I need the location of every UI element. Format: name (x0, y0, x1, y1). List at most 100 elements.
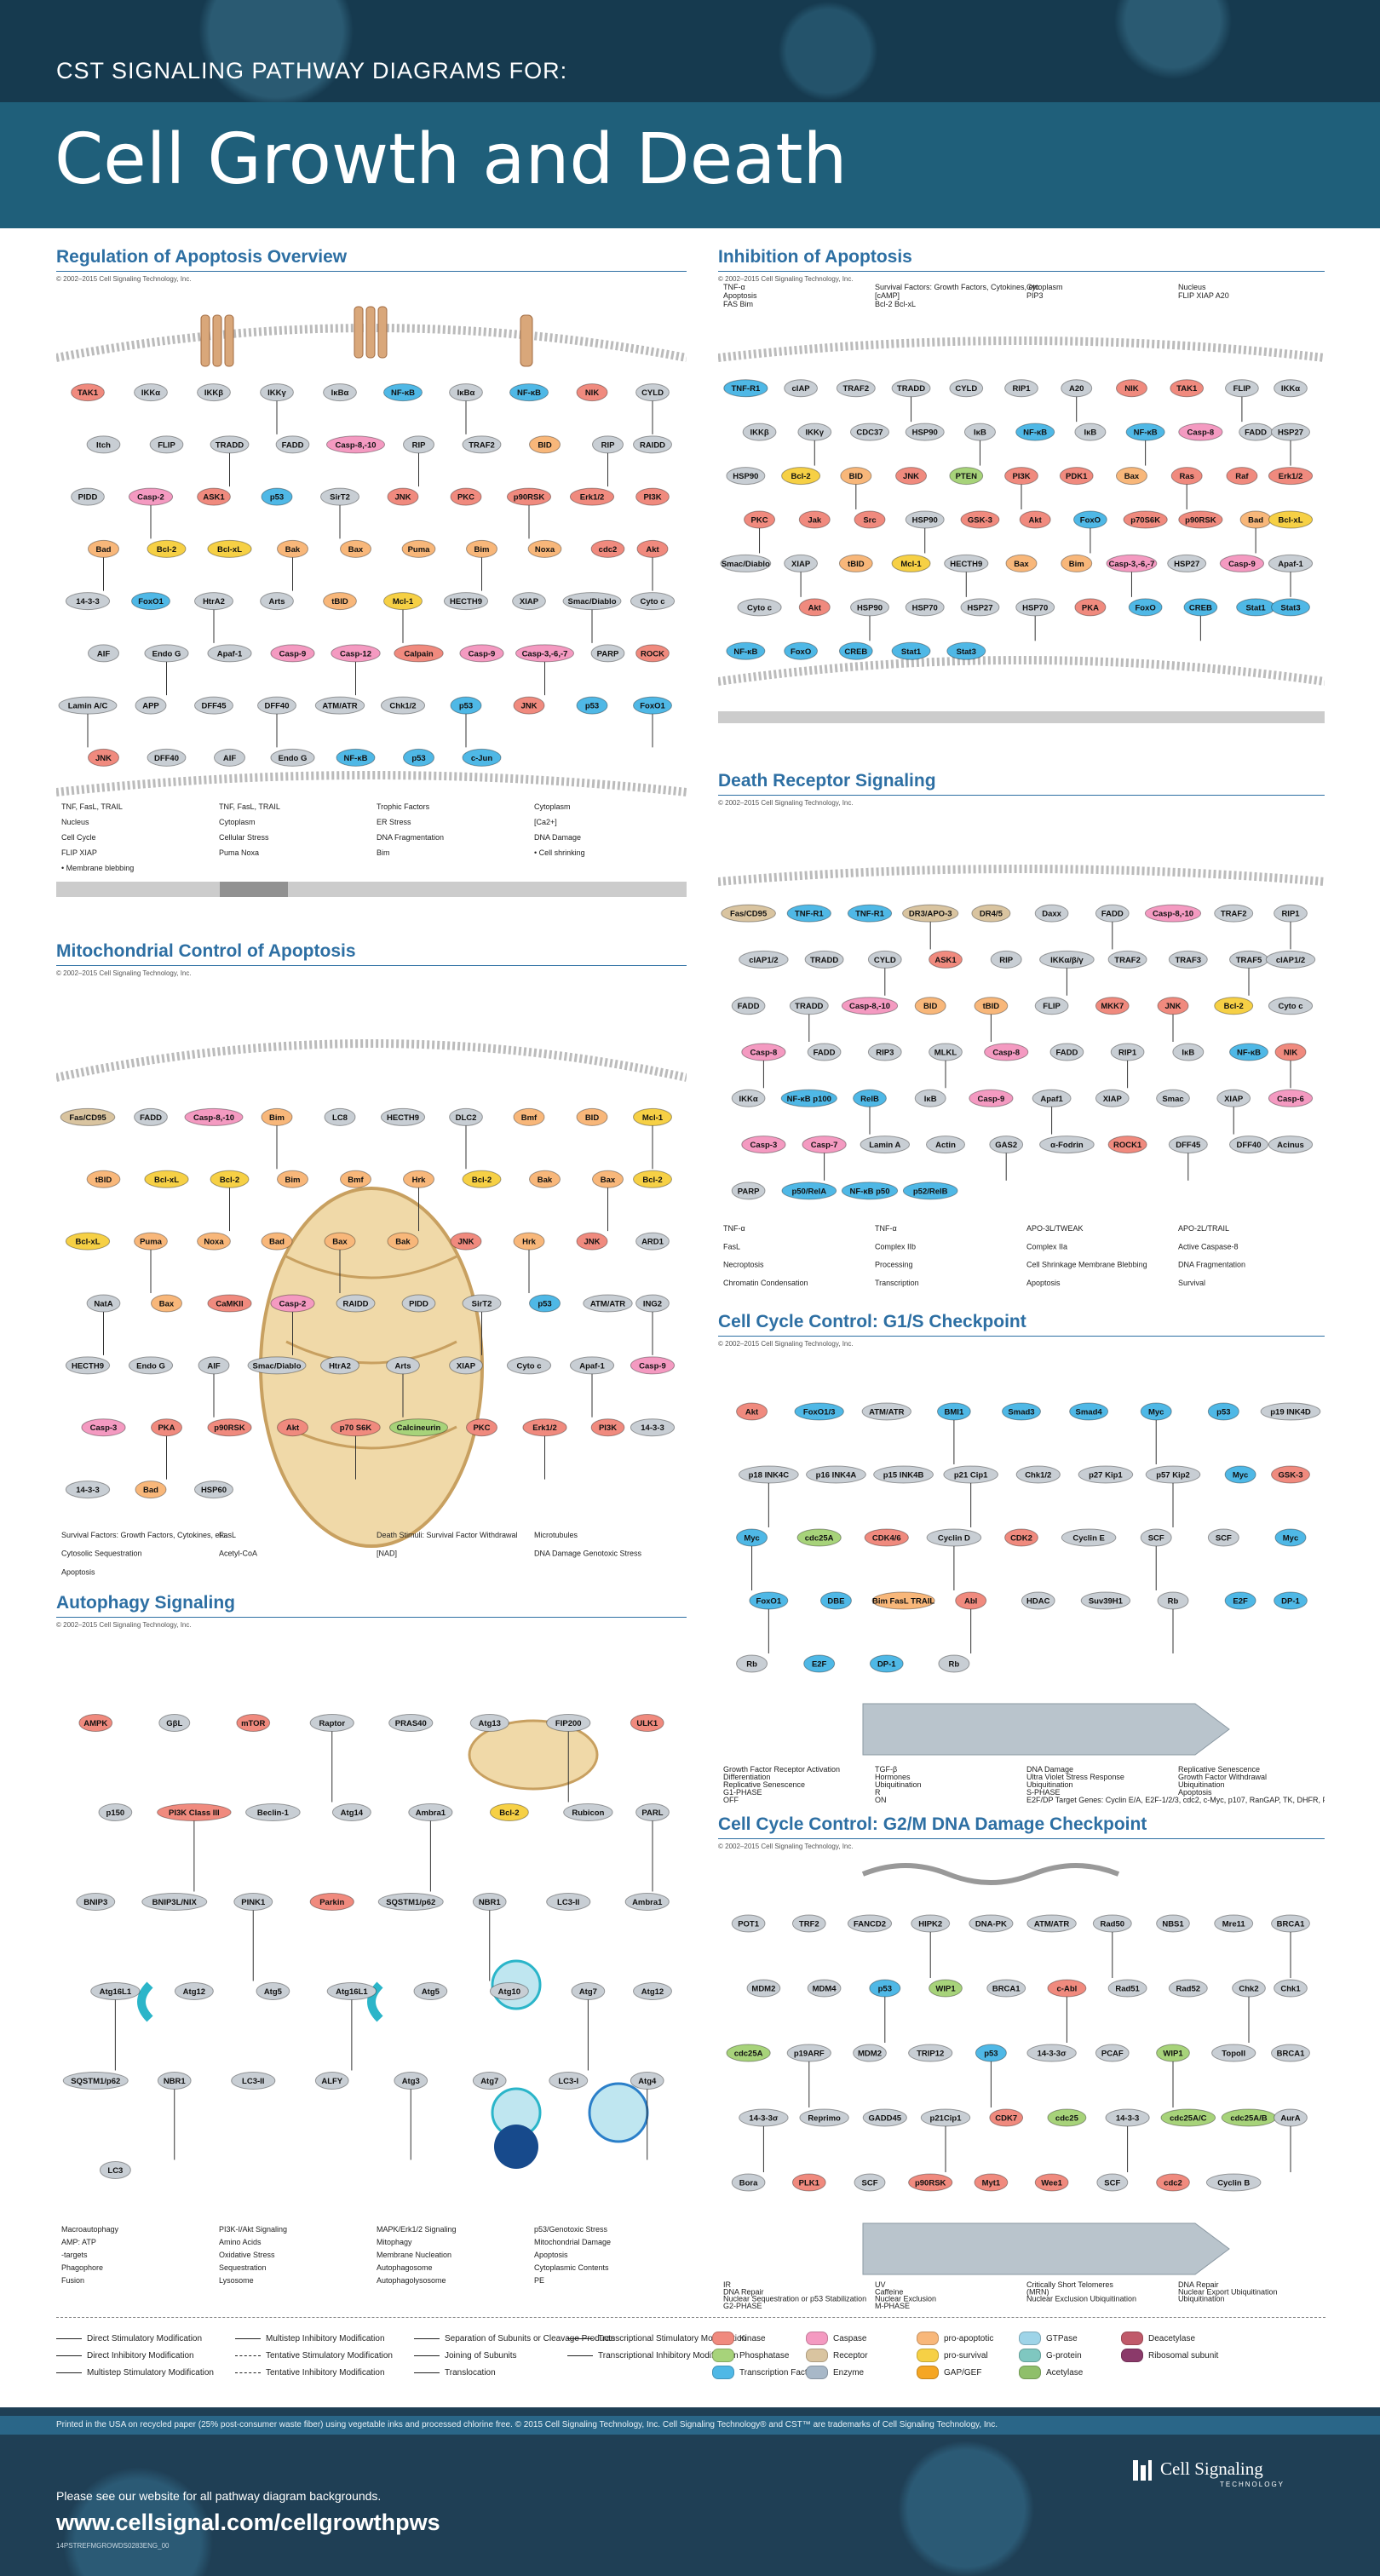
node-shape (99, 2161, 131, 2179)
pathway-node: PARP (731, 1182, 766, 1200)
node-shape (449, 1356, 483, 1375)
legend-type-item: Phosphatase (712, 2347, 815, 2364)
logo-icon (1133, 2460, 1152, 2481)
pathway-node: ATM/ATR (1026, 1914, 1077, 1933)
pathway-node: RIP1 (1110, 1043, 1145, 1061)
node-label: Hrk (412, 1176, 427, 1185)
node-shape (576, 383, 608, 402)
pathway-node: GAS2 (989, 1136, 1024, 1154)
node-label: XIAP (1103, 1095, 1123, 1104)
node-shape (784, 379, 818, 398)
pathway-node: HSP90 (905, 510, 945, 529)
node-shape (969, 1089, 1014, 1107)
pathway-node: Bax (340, 539, 371, 558)
pathway-node: Akt (736, 1402, 768, 1421)
node-shape (60, 1107, 116, 1126)
node-label: p53 (1216, 1408, 1230, 1417)
node-label: Bcl-2 (472, 1176, 492, 1185)
pathway-node: JNK (576, 1232, 608, 1251)
legend-line-item: Separation of Subunits or Cleavage Produ… (414, 2330, 615, 2347)
node-shape (902, 904, 959, 923)
pathway-node: Bax (1005, 554, 1038, 572)
pathway-node: c-Jun (462, 748, 502, 767)
node-shape (314, 2072, 349, 2090)
node-shape (324, 1107, 356, 1126)
diagram-label: AMP: ATP (61, 2238, 96, 2246)
legend-label: pro-apoptotic (944, 2333, 994, 2343)
node-label: PINK1 (241, 1898, 266, 1907)
diagram-label: [cAMP] (875, 291, 900, 300)
node-label: Raf (1235, 472, 1249, 481)
pathway-node: Cyto c (506, 1356, 552, 1375)
node-shape (989, 2108, 1024, 2127)
pathway-node: p53 (1207, 1402, 1239, 1421)
node-label: HIPK2 (918, 1920, 942, 1929)
node-label: GAS2 (995, 1141, 1017, 1150)
node-label: Bim (269, 1113, 285, 1123)
pathway-node: Bcl-2 (633, 1170, 672, 1188)
node-shape (1172, 1043, 1205, 1061)
node-label: PKC (473, 1423, 490, 1433)
pathway-node: Bad (135, 1481, 167, 1499)
pathway-node: FADD (807, 1043, 842, 1061)
pathway-node: Arts (260, 592, 294, 611)
diagram-label: IR (723, 2280, 732, 2289)
node-label: Smac/Diablo (722, 560, 770, 569)
website-link[interactable]: www.cellsignal.com/cellgrowthpws (56, 2510, 440, 2535)
node-label: FLIP (158, 440, 175, 450)
pathway-node: HSP70 (905, 598, 945, 617)
node-label: ASK1 (203, 493, 225, 503)
pathway-node: SirT2 (320, 487, 359, 506)
pathway-node: HECTH9 (443, 592, 489, 611)
diagram-label: Ubiquitination (1026, 1780, 1073, 1789)
pathway-node: HECTH9 (380, 1107, 426, 1126)
node-label: BNIP3 (83, 1898, 107, 1907)
diagram-label: Growth Factor Receptor Activation (723, 1765, 840, 1774)
node-shape (1032, 1089, 1072, 1107)
node-shape (723, 379, 768, 398)
pathway-node: HSP27 (960, 598, 1000, 617)
diagram-label: Growth Factor Withdrawal (1178, 1773, 1267, 1781)
legend-type-item: Acetylase (1019, 2364, 1083, 2381)
node-shape (960, 598, 1000, 617)
pathway-node: Cyclin E (1061, 1528, 1117, 1547)
node-label: Bora (739, 2179, 758, 2188)
node-label: HSP90 (857, 603, 883, 612)
node-label: RIP (999, 956, 1014, 965)
node-label: FADD (738, 1002, 760, 1011)
node-label: Bcl-xL (154, 1176, 179, 1185)
node-label: HSP90 (912, 428, 938, 438)
pathway-node: p90RSK (506, 487, 552, 506)
node-shape (789, 997, 829, 1015)
pathway-node: Casp-9 (1219, 554, 1265, 572)
diagram-label: Membrane Nucleation (377, 2251, 451, 2259)
diagram-label: G1-PHASE (723, 1788, 762, 1797)
pathway-node: Mre11 (1214, 1914, 1254, 1933)
node-label: HSP27 (1174, 560, 1199, 569)
node-label: Cyto c (1278, 1002, 1302, 1011)
node-label: p70 S6K (340, 1423, 372, 1433)
node-label: Rad51 (1115, 1985, 1140, 1994)
pathway-node: Itch (86, 435, 121, 454)
node-shape (867, 1043, 902, 1061)
node-label: Bmf (348, 1176, 364, 1185)
node-label: Bim (285, 1176, 301, 1185)
node-shape (798, 598, 831, 617)
node-shape (65, 592, 111, 611)
node-label: CDK2 (1010, 1534, 1032, 1544)
node-label: HECTH9 (387, 1113, 419, 1123)
node-shape (1226, 467, 1258, 486)
pathway-node: Stat1 (891, 641, 931, 660)
node-label: TRAF3 (1175, 956, 1201, 965)
diagram-label: TNF, FasL, TRAIL (219, 802, 280, 811)
pathway-node: ARD1 (635, 1232, 670, 1251)
node-label: Rad52 (1176, 1985, 1201, 1994)
node-shape (277, 1170, 308, 1188)
legend-type-item: Enzyme (806, 2364, 868, 2381)
pathway-node: PINK1 (233, 1893, 273, 1911)
node-label: Casp-9 (978, 1095, 1005, 1104)
pathway-node: IKKβ (197, 383, 231, 402)
node-label: NF-κB (1237, 1049, 1261, 1058)
